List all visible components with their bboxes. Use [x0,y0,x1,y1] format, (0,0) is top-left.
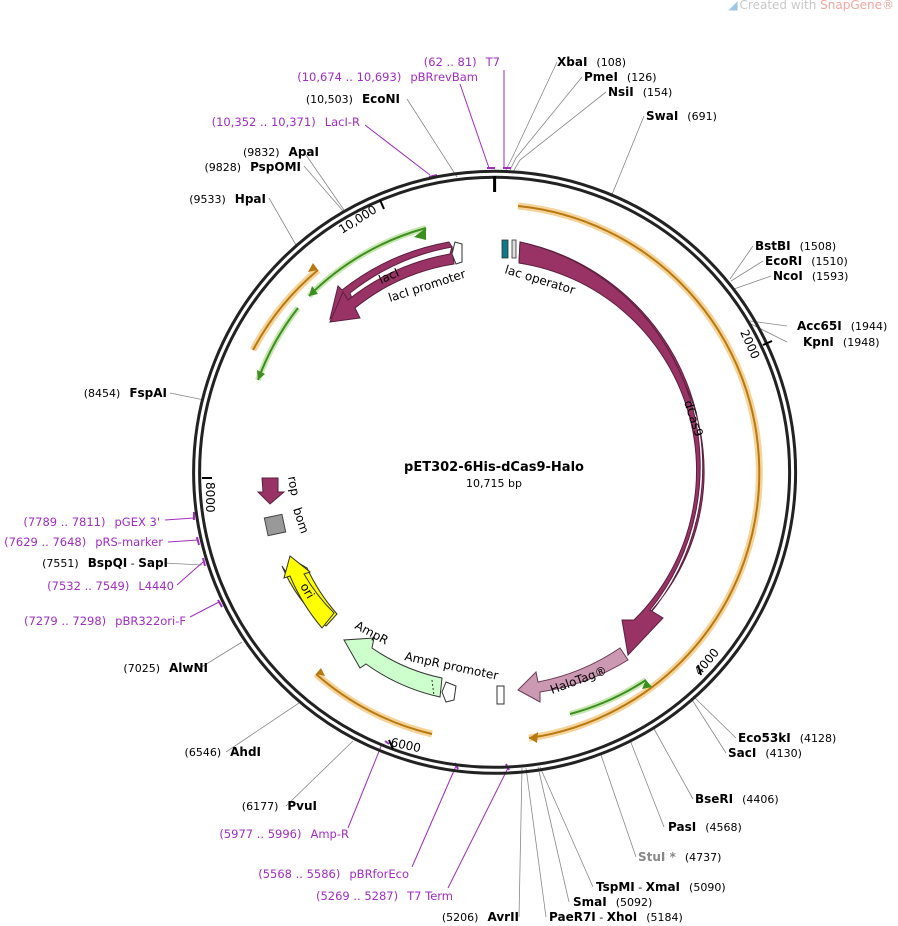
plasmid-name: pET302-6His-dCas9-Halo [404,460,584,475]
primer-labels: (62 .. 81)T7 (10,674 .. 10,693)pBRrevBam… [4,55,500,903]
enzyme-label-saci: SacI(4130) [728,746,802,760]
ampr-feature [343,637,443,698]
tick-mark-10000 [379,199,385,210]
halotag-feature [517,647,629,703]
primer-label-prs-marker: (7629 .. 7648)pRS-marker [4,535,163,549]
primer-label-laci-r: (10,352 .. 10,371)LacI-R [212,115,360,129]
rop-label: rop [285,475,302,497]
enzyme-label-alwni: (7025)AlwNI [123,661,208,675]
ori-label: ori [297,581,317,602]
primer-marks [193,167,511,771]
tick-label-2000: 2000 [737,328,762,362]
dcas9-body [518,241,701,657]
dcas9-feature [518,241,705,655]
enzyme-label-tspmi-xmai: TspMI - XmaI(5090) [596,880,726,894]
enzyme-label-smai: SmaI(5092) [573,895,652,909]
orf-arc-green-left [255,306,301,382]
primer-label-amp-r: (5977 .. 5996)Amp-R [219,827,349,841]
enzyme-label-pmei: PmeI(126) [584,70,657,84]
primer-leader-lines [164,70,509,889]
watermark-prefix: Created with [739,0,821,12]
bom-label: bom [290,506,312,536]
enzyme-label-pvui: (6177)PvuI [242,799,317,813]
enzyme-leader-lines [163,61,788,918]
rop-feature [256,477,286,505]
enzyme-label-avrii: (5206)AvrII [442,910,519,924]
enzyme-label-stui: StuI *(4737) [638,850,721,864]
tick-mark-2000 [762,340,773,346]
enzyme-label-pasi: PasI(4568) [668,820,742,834]
enzyme-label-bspqi-sapi: (7551)BspQI - SapI [42,556,168,570]
dcas9-label: dCas9 [681,399,706,439]
enzyme-label-hpai: (9533)HpaI [189,192,266,206]
enzyme-label-bstbi: BstBI(1508) [755,239,836,253]
ori-arrow [283,555,335,629]
enzyme-label-apai: (9832)ApaI [243,145,319,159]
snapgene-watermark: ◢Created with SnapGene® [728,0,894,12]
enzyme-label-ecori: EcoRI(1510) [765,254,848,268]
primer-label-l4440: (7532 .. 7549)L4440 [47,579,174,593]
enzyme-label-ahdi: (6546)AhdI [185,745,261,759]
primer-label-pbr322ori-f: (7279 .. 7298)pBR322ori-F [24,614,186,628]
enzyme-label-pspomi: (9828)PspOMI [204,160,301,174]
enzyme-label-econi: (10,503)EcoNI [306,92,400,106]
orf-arc-orange-main-head [529,732,538,743]
ampr-promoter-feature [441,681,457,703]
enzyme-label-swai: SwaI(691) [646,109,717,123]
enzyme-label-ncoi: NcoI(1593) [773,269,848,283]
snapgene-logo-icon: ◢ [728,0,738,12]
enzyme-label-nsii: NsiI(154) [608,85,672,99]
laci-feature [329,241,453,321]
enzyme-label-eco53ki: Eco53kI(4128) [738,731,836,745]
orf-arcs [249,202,763,743]
enzyme-labels: XbaI(108) PmeI(126) NsiI(154) SwaI(691) … [42,55,887,924]
primer-label-t7: (62 .. 81)T7 [424,55,500,69]
laci-arrow [329,245,455,323]
tick-mark-4000 [697,664,702,676]
laci-promoter-feature [451,241,463,265]
enzyme-label-bseri: BseRI(4406) [695,792,779,806]
tick-label-6000: 6000 [389,735,422,755]
halotag-label: HaloTag® [548,663,609,696]
enzyme-label-xbai: XbaI(108) [557,55,626,69]
enzyme-label-kpni: KpnI(1948) [803,335,879,349]
enzyme-label-fspai: (8454)FspAI [84,386,167,400]
enzyme-label-paer7i-xhoi: PaeR7I - XhoI(5184) [549,910,683,924]
lac-operator-feature [501,239,509,259]
t7-terminator-box [496,685,505,705]
watermark-brand: SnapGene® [820,0,894,12]
primer-label-pgex3: (7789 .. 7811)pGEX 3' [23,515,160,529]
primer-label-pbrforeco: (5568 .. 5586)pBRforEco [258,867,409,881]
plasmid-length: 10,715 bp [466,477,522,490]
tick-mark-6000 [388,739,394,750]
tick-label-8000: 8000 [203,482,217,513]
primer-label-t7-term: (5269 .. 5287)T7 Term [316,889,453,903]
primer-label-pbrrevbam: (10,674 .. 10,693)pBRrevBam [297,70,478,84]
bom-feature [263,513,287,537]
enzyme-label-acc65i: Acc65I(1944) [797,319,887,333]
